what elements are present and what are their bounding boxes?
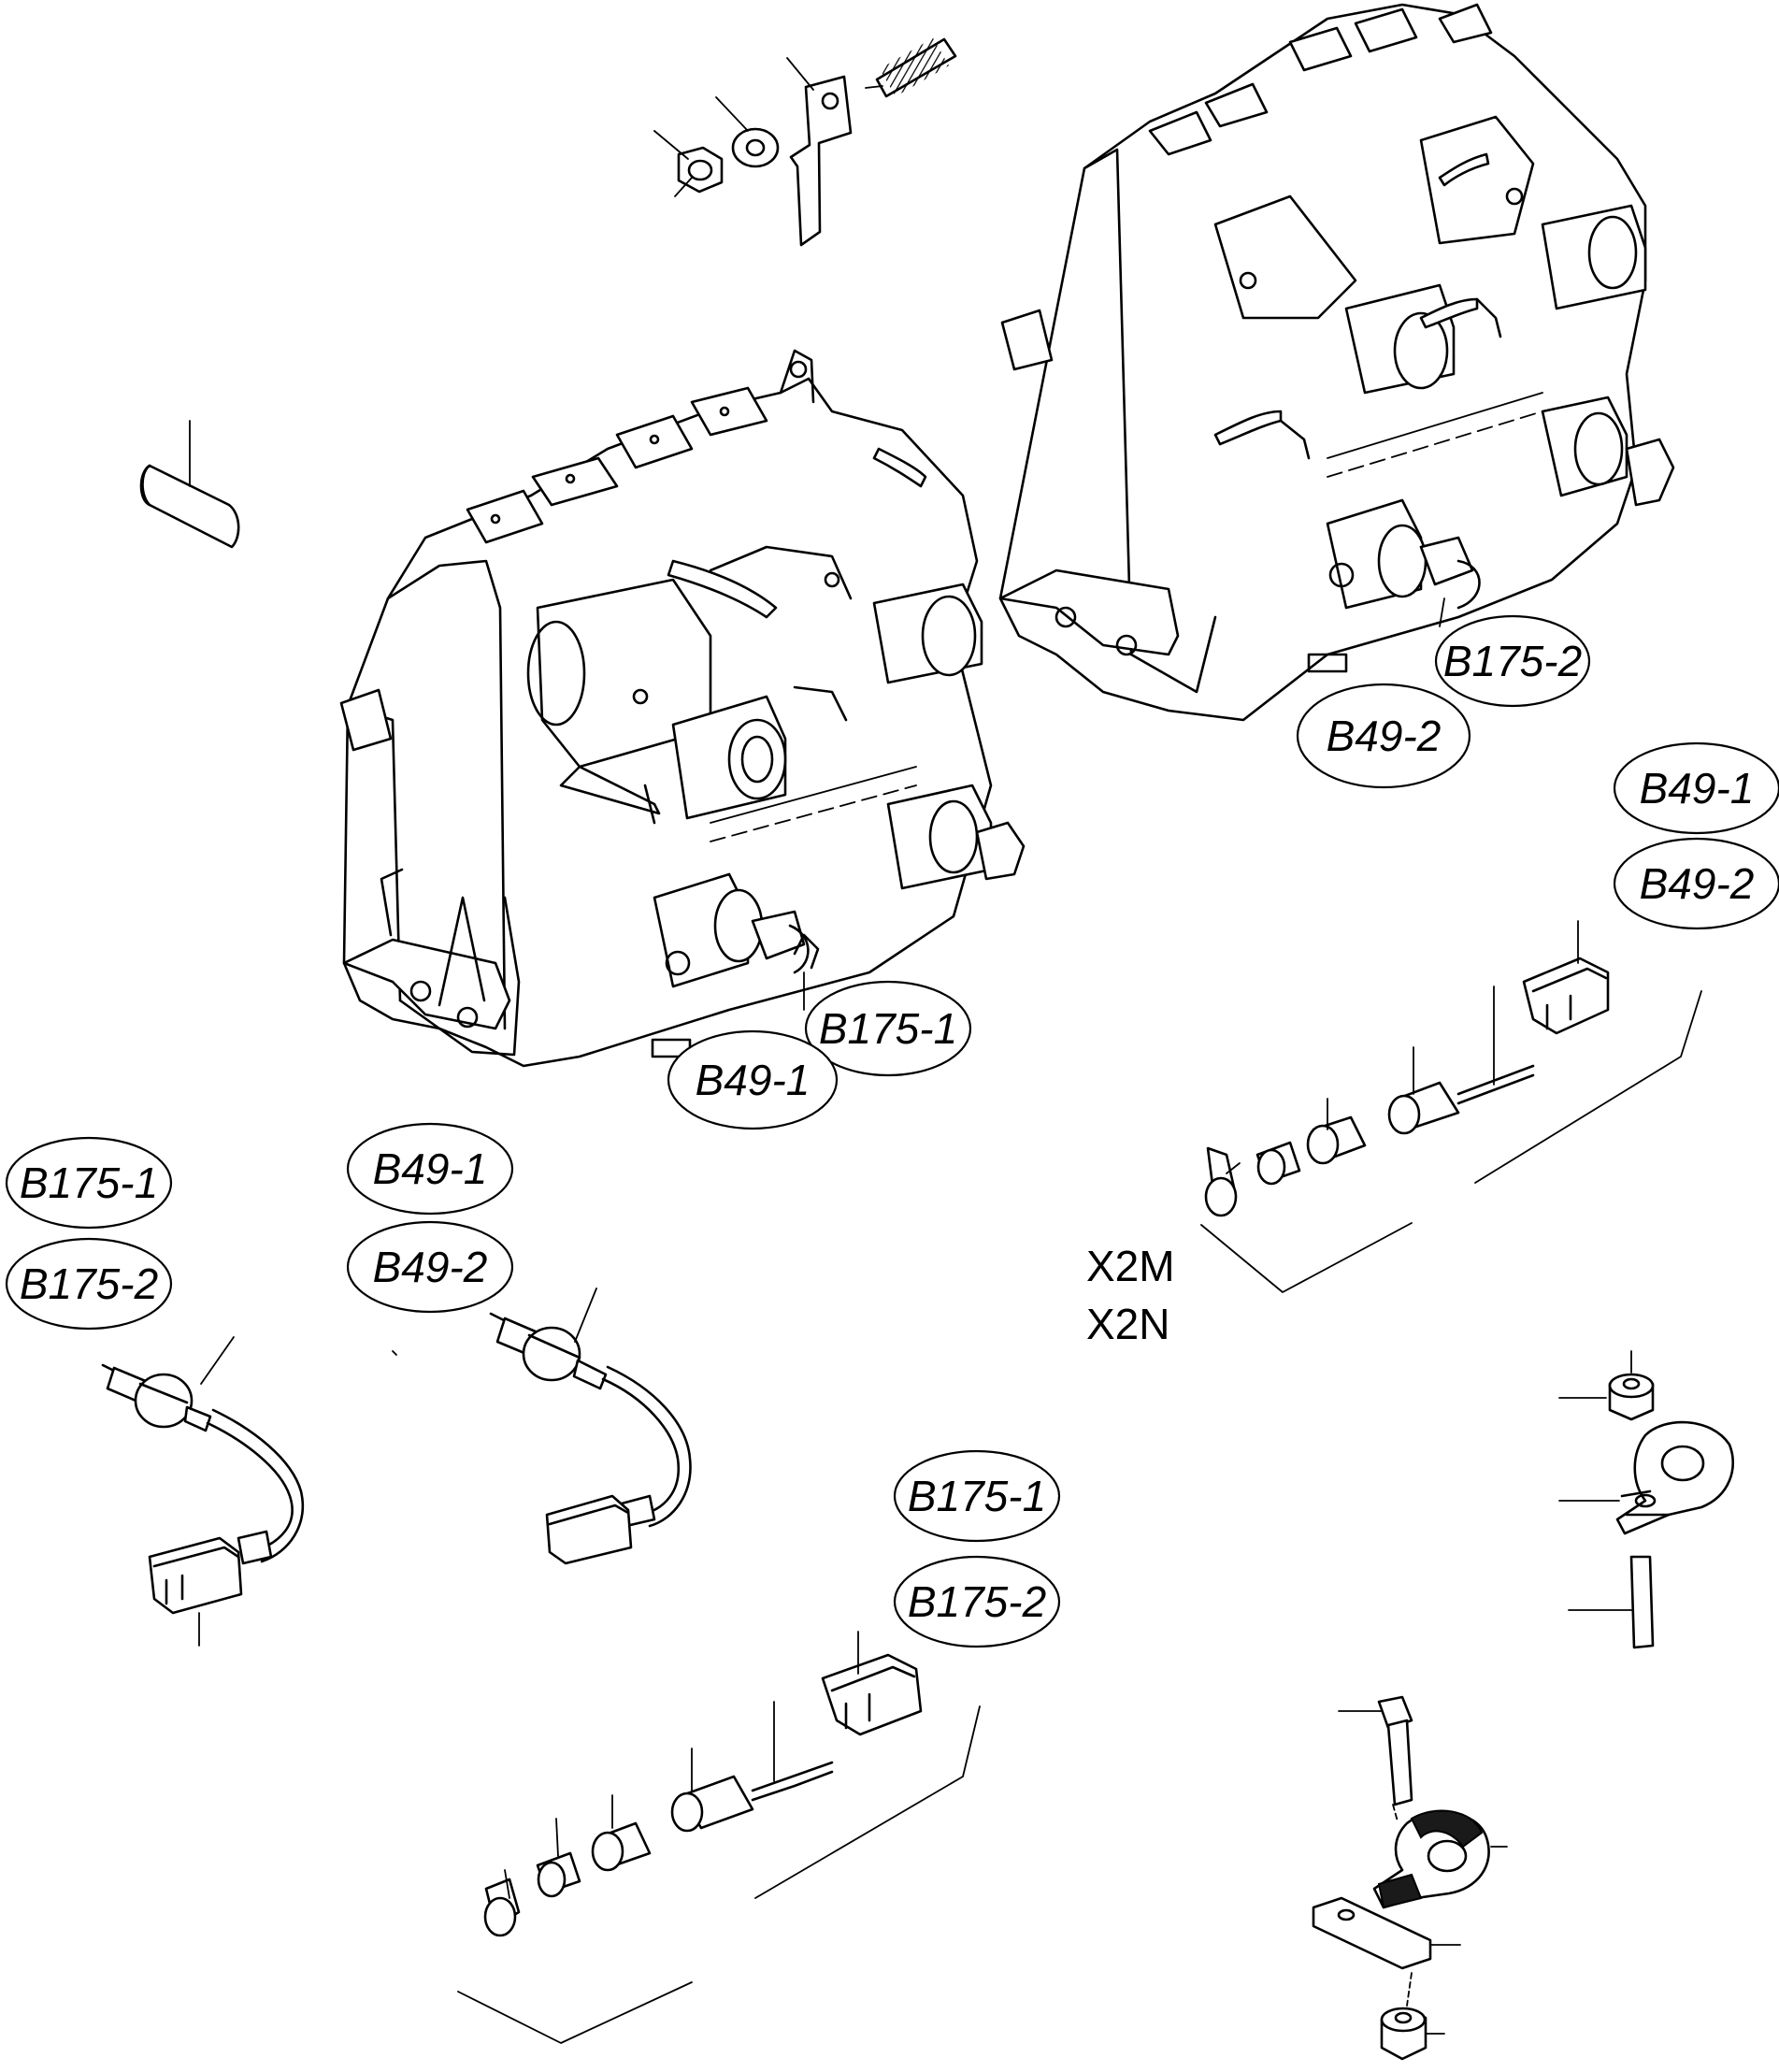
callout-label: B175-1 (20, 1158, 158, 1207)
callout-group-speed-sensor-middle: B49-1 B49-2 (346, 1122, 514, 1314)
bracket-plate-part (786, 57, 853, 247)
callout-label: B49-2 (1327, 712, 1442, 760)
connector-assembly-right (1200, 920, 1702, 1293)
washer-part (715, 96, 780, 168)
speed-sensor-part (392, 1288, 692, 1565)
callout-label: B49-1 (1640, 764, 1755, 813)
callout-label: B49-1 (373, 1144, 488, 1193)
callout-label: B175-1 (819, 1004, 957, 1053)
connector-code-labels: X2M X2N (1086, 1242, 1175, 1348)
connector-code-x2m: X2M (1086, 1242, 1175, 1290)
callout-label: B175-1 (908, 1472, 1046, 1520)
transmission-valve-left (339, 349, 1026, 1068)
leader-line (1439, 597, 1445, 627)
connector-code-x2n: X2N (1086, 1300, 1169, 1348)
callout-b175-1-left-valve: B175-1 (804, 980, 972, 1077)
callout-label: B175-2 (1443, 637, 1582, 685)
transmission-valve-right (998, 3, 1675, 722)
stud-bolt-part (865, 37, 957, 98)
temp-sensor-part (101, 1336, 304, 1647)
clamp-hardware-group-b (1312, 1695, 1508, 2061)
connector-assembly-bottom (457, 1631, 981, 2044)
callout-group-temp-sensor-left: B175-1 B175-2 (5, 1136, 173, 1331)
clamp-hardware-group-a (1558, 1350, 1734, 1649)
callout-label: B49-2 (373, 1243, 488, 1291)
tape-strip-part (139, 420, 240, 549)
callout-b49-2-right-valve: B49-2 (1296, 683, 1471, 789)
callout-label: B49-2 (1640, 859, 1755, 908)
callout-label: B175-2 (908, 1577, 1046, 1626)
callout-group-temp-sensor-bottom: B175-1 B175-2 (893, 1449, 1061, 1648)
hex-nut-part (653, 130, 724, 197)
bracket-hardware-group (653, 37, 957, 247)
callout-label: B175-2 (20, 1259, 158, 1308)
callout-group-speed-sensor-right: B49-1 B49-2 (1613, 741, 1779, 930)
callout-label: B49-1 (696, 1056, 811, 1104)
callout-b49-1-left-valve: B49-1 (667, 1029, 839, 1130)
callout-b175-2-right-valve: B175-2 (1434, 614, 1591, 708)
